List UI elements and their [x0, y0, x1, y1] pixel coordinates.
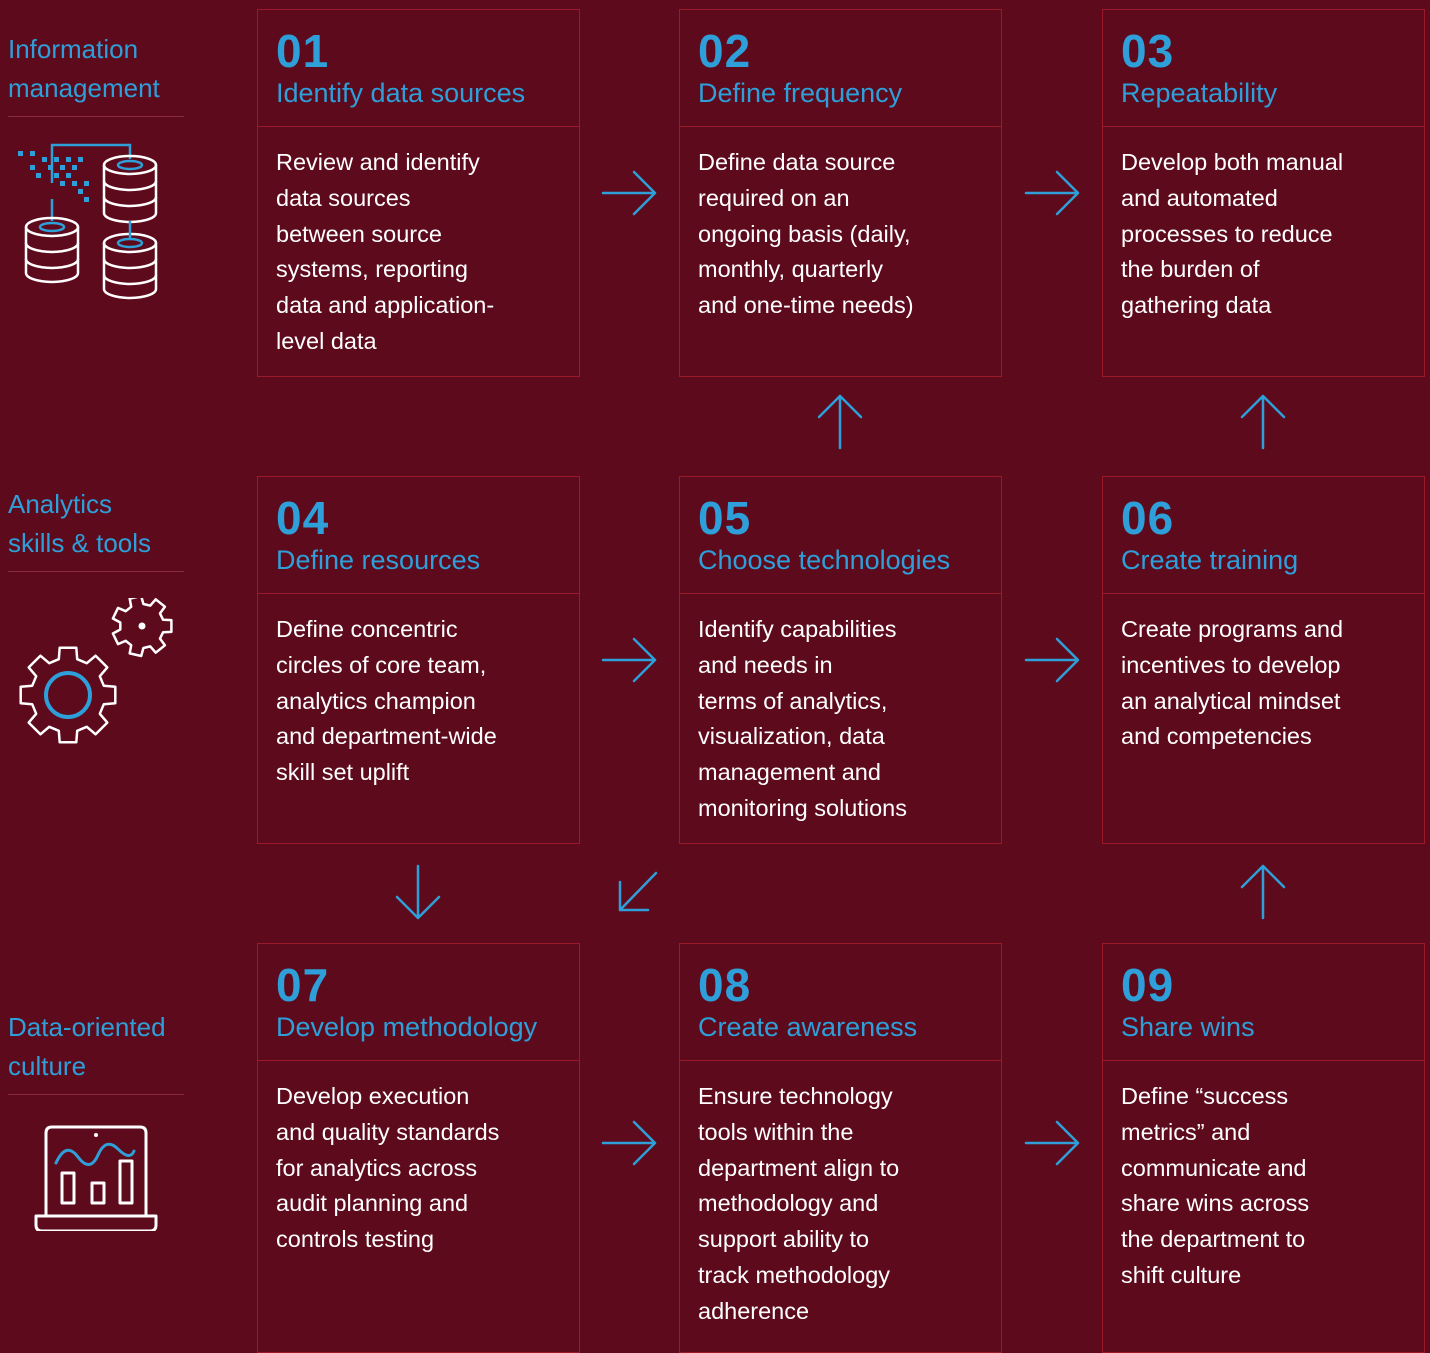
step-title: Create awareness	[698, 1012, 918, 1042]
step-number: 07	[276, 959, 330, 1011]
step-number: 08	[698, 959, 752, 1011]
step-title: Repeatability	[1121, 78, 1278, 108]
arrow-09-to-06	[1240, 864, 1286, 920]
step-number: 04	[276, 492, 330, 544]
arrow-07-to-08	[601, 1120, 657, 1166]
step-number: 03	[1121, 25, 1175, 77]
step-title: Develop methodology	[276, 1012, 538, 1042]
arrow-05-to-02	[817, 394, 863, 450]
arrow-01-to-02	[601, 170, 657, 216]
step-number: 05	[698, 492, 752, 544]
row-title: Data-oriented culture	[8, 1008, 184, 1095]
laptop-chart-icon	[8, 1121, 184, 1236]
row-title: Analytics skills & tools	[8, 485, 184, 572]
step-description: Define data source required on an ongoin…	[698, 149, 914, 319]
step-description: Create programs and incentives to develo…	[1121, 616, 1344, 750]
step-description: Define concentric circles of core team, …	[276, 616, 497, 786]
row-label-data-oriented-culture: Data-oriented culture	[8, 1008, 184, 1236]
step-title: Define resources	[276, 545, 481, 575]
step-title: Identify data sources	[276, 78, 526, 108]
step-description: Develop both manual and automated proces…	[1121, 149, 1344, 319]
gears-icon	[8, 594, 184, 763]
database-icon	[8, 143, 184, 308]
step-title: Choose technologies	[698, 545, 951, 575]
step-title: Define frequency	[698, 78, 903, 108]
step-number: 06	[1121, 492, 1175, 544]
step-number: 09	[1121, 959, 1175, 1011]
step-number: 01	[276, 25, 330, 77]
arrow-05-to-06	[1024, 637, 1080, 683]
step-title: Create training	[1121, 545, 1299, 575]
arrow-02-to-03	[1024, 170, 1080, 216]
step-description: Define “success metrics” and communicate…	[1121, 1083, 1310, 1288]
arrow-06-to-03	[1240, 394, 1286, 450]
row-title: Information management	[8, 30, 184, 117]
row-label-analytics-skills-tools: Analytics skills & tools	[8, 485, 184, 763]
row-label-information-management: Information management	[8, 30, 184, 308]
arrow-08-to-09	[1024, 1120, 1080, 1166]
arrow-04-to-05	[601, 637, 657, 683]
arrow-05-to-07	[618, 871, 658, 912]
step-description: Review and identify data sources between…	[276, 149, 495, 354]
step-description: Identify capabilities and needs in terms…	[698, 616, 907, 821]
arrow-04-to-07	[395, 864, 441, 920]
step-number: 02	[698, 25, 752, 77]
step-description: Ensure technology tools within the depar…	[698, 1083, 900, 1324]
step-title: Share wins	[1121, 1012, 1255, 1042]
step-description: Develop execution and quality standards …	[276, 1083, 500, 1253]
